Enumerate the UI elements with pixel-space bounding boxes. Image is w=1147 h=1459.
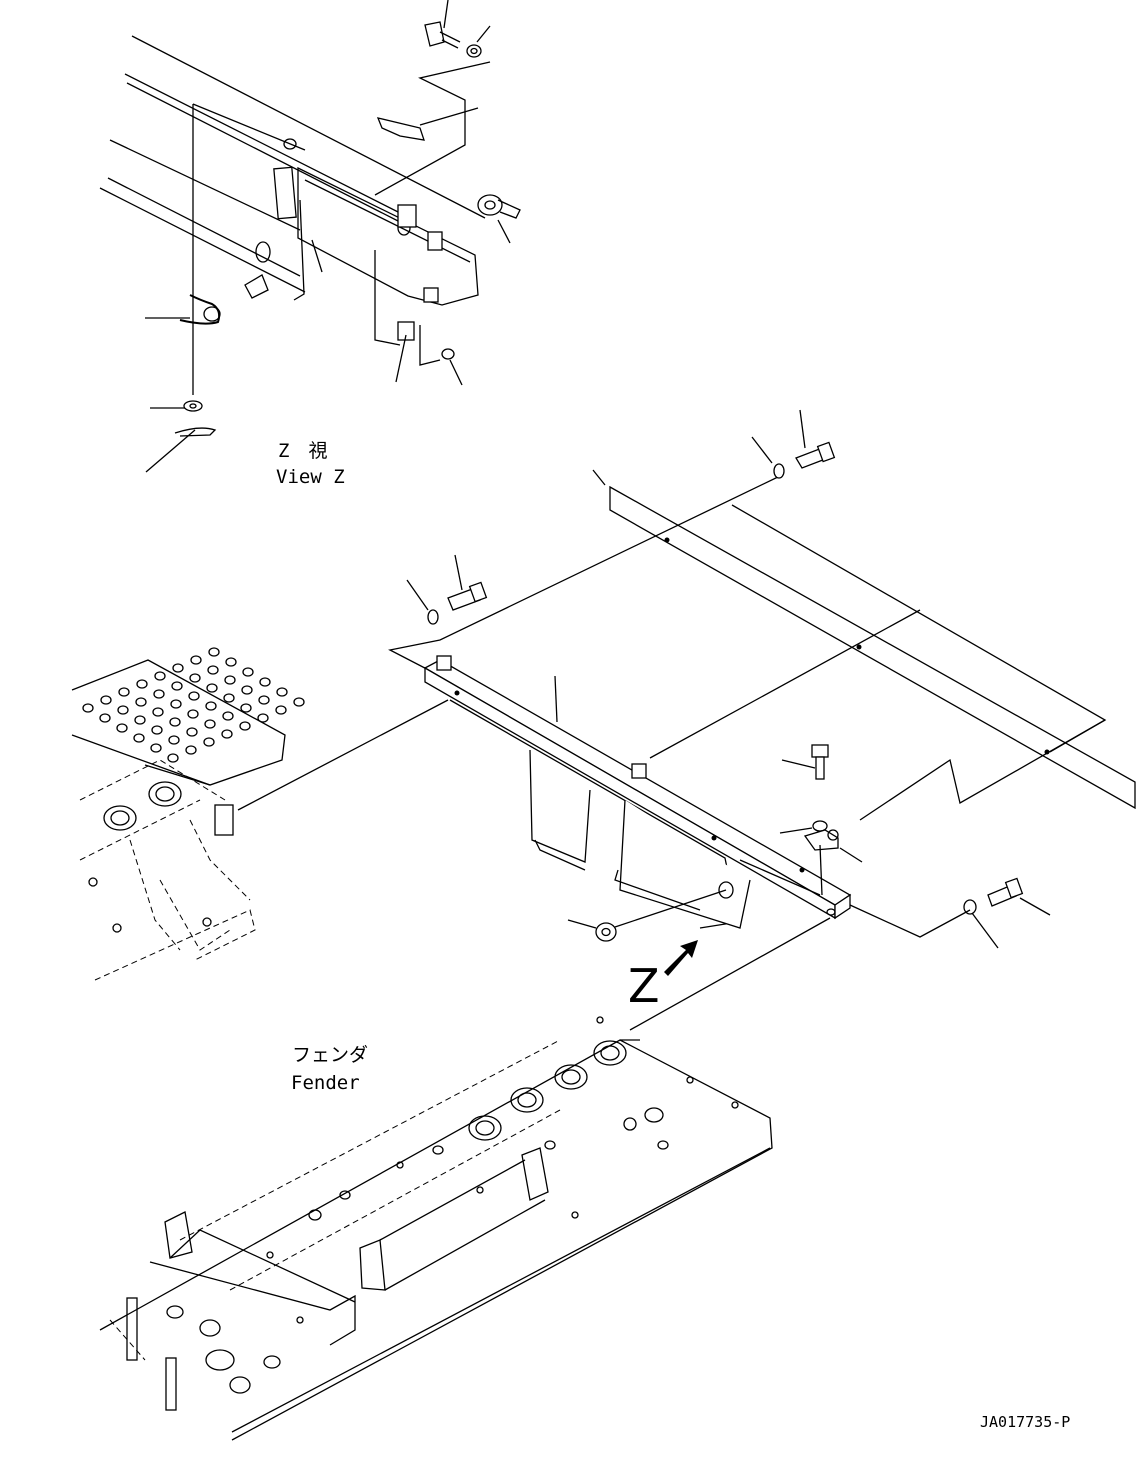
washer-icon: [427, 609, 439, 625]
step-plate: [71, 647, 305, 981]
fender-label-english: Fender: [291, 1072, 360, 1094]
step-hole: [203, 737, 215, 747]
bolt-icon: [447, 581, 488, 611]
step-hole: [257, 713, 269, 723]
fender-deck: [99, 1016, 773, 1441]
step-hole: [207, 665, 219, 675]
washer-icon: [963, 899, 977, 915]
step-hole: [239, 721, 251, 731]
step-hole: [293, 697, 305, 707]
step-hole: [222, 711, 234, 721]
step-hole: [134, 715, 146, 725]
step-hole: [275, 705, 287, 715]
step-hole: [153, 689, 165, 699]
step-hole: [206, 683, 218, 693]
step-hole: [168, 735, 180, 745]
step-hole: [185, 745, 197, 755]
drawing-reference: JA017735-P: [980, 1413, 1070, 1431]
step-hole: [241, 685, 253, 695]
step-hole: [170, 699, 182, 709]
step-hole: [136, 679, 148, 689]
step-hole: [240, 703, 252, 713]
step-hole: [82, 703, 94, 713]
step-hole: [190, 655, 202, 665]
step-hole: [186, 727, 198, 737]
step-hole: [188, 691, 200, 701]
step-hole: [187, 709, 199, 719]
step-hole: [223, 693, 235, 703]
step-hole: [151, 725, 163, 735]
fender-label-japanese: フェンダ: [292, 1044, 368, 1066]
cover-plate: [592, 469, 1136, 810]
step-hole: [242, 667, 254, 677]
step-hole: [205, 701, 217, 711]
step-hole: [99, 713, 111, 723]
step-hole: [171, 681, 183, 691]
step-hole: [135, 697, 147, 707]
nut-icon: [477, 194, 521, 219]
step-hole: [224, 675, 236, 685]
view-z-detail: [99, 0, 521, 473]
step-hole: [152, 707, 164, 717]
step-hole: [258, 695, 270, 705]
step-hole: [167, 753, 179, 763]
bolt-icon: [795, 441, 836, 469]
step-hole: [276, 687, 288, 697]
bolt-icon: [987, 877, 1024, 907]
step-hole: [259, 677, 271, 687]
view-label-japanese: Z 視: [278, 440, 327, 462]
step-hole: [169, 717, 181, 727]
bolt-icon: [424, 21, 461, 49]
step-hole: [118, 687, 130, 697]
step-hole: [117, 705, 129, 715]
step-hole: [172, 663, 184, 673]
arrow-icon: [664, 940, 698, 976]
washer-icon: [466, 44, 482, 58]
step-hole: [189, 673, 201, 683]
view-label-english: View Z: [276, 466, 345, 488]
step-hole: [150, 743, 162, 753]
step-hole: [208, 647, 220, 657]
bracket-icon: [803, 829, 839, 851]
nut-icon: [595, 922, 617, 942]
step-hole: [204, 719, 216, 729]
step-hole: [221, 729, 233, 739]
step-hole: [133, 733, 145, 743]
step-hole: [116, 723, 128, 733]
bolt-icon: [811, 744, 829, 780]
step-hole: [225, 657, 237, 667]
washer-icon: [773, 463, 785, 479]
direction-marker: Z: [628, 959, 660, 1013]
support-bracket: [423, 655, 852, 929]
step-hole: [154, 671, 166, 681]
step-hole: [100, 695, 112, 705]
